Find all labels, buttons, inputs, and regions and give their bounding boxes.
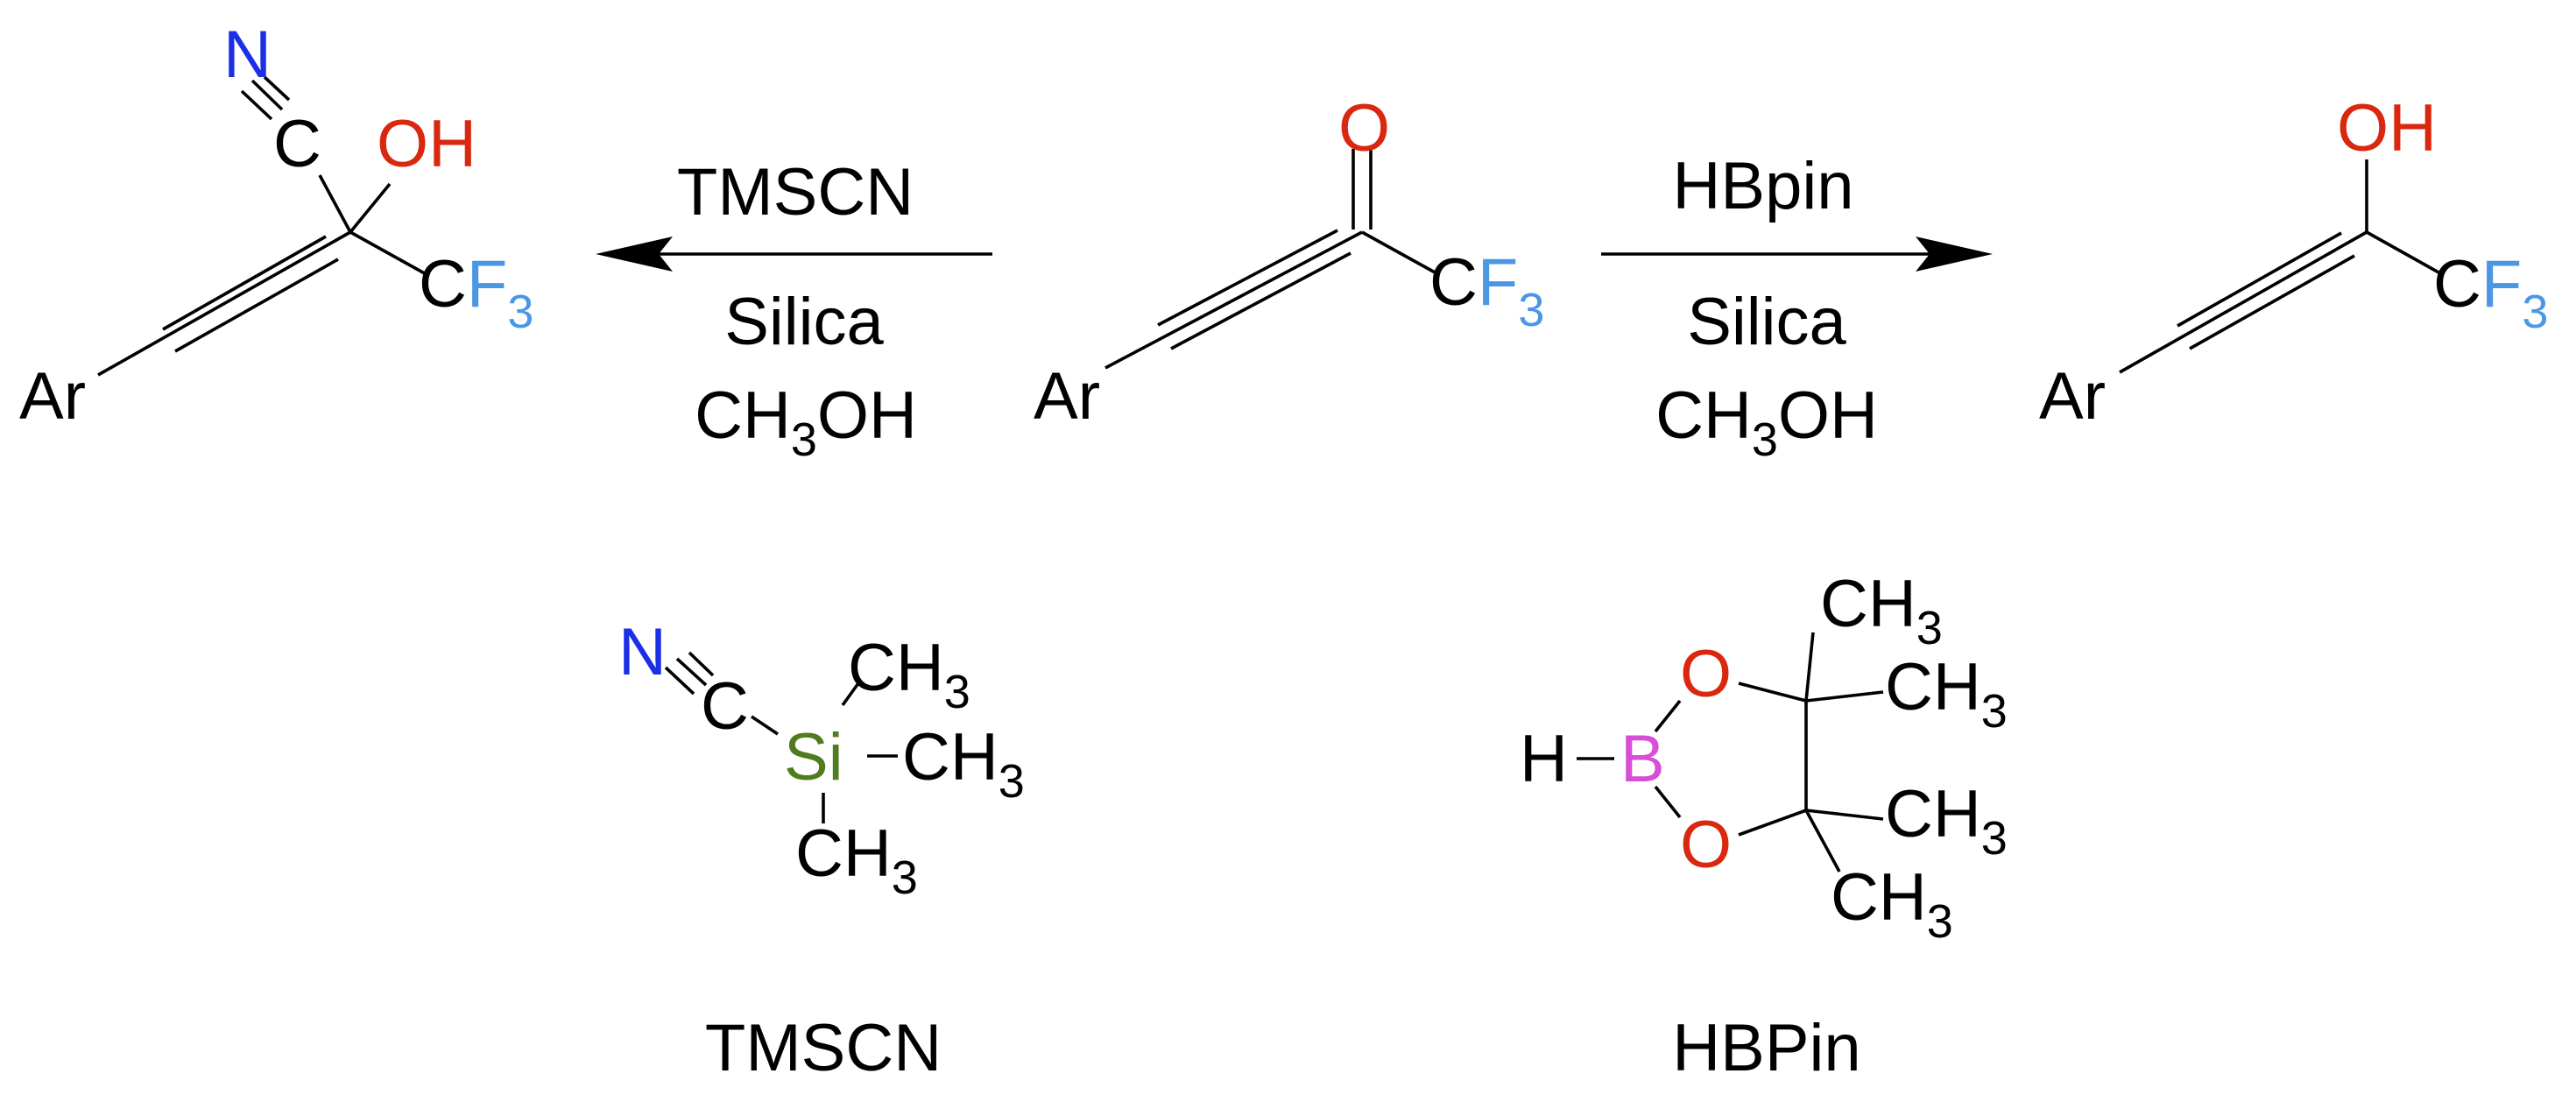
atom-ar: Ar	[19, 359, 86, 434]
caption-tmscn: TMSCN	[705, 1011, 942, 1085]
methyl-1: CH3	[1820, 567, 1943, 654]
tmscn-structure: N C Si CH3 CH3 CH3	[618, 615, 1025, 904]
atom-h: H	[1520, 722, 1568, 796]
caption-hbpin: HBPin	[1672, 1011, 1860, 1085]
cyanohydrin-product: Ar N C OH CF3	[19, 18, 533, 434]
cf3-group: CF3	[1429, 245, 1544, 336]
left-reaction-arrow: TMSCN Silica CH3OH	[596, 155, 992, 466]
left-conditions-solid: Silica	[724, 285, 884, 359]
right-conditions-solid: Silica	[1687, 285, 1846, 359]
methyl-4: CH3	[1831, 860, 1953, 948]
atom-o-top: O	[1680, 637, 1732, 711]
atom-b: B	[1620, 722, 1665, 796]
starting-ketone: Ar O CF3	[1034, 91, 1544, 434]
right-reaction-arrow: HBpin Silica CH3OH	[1601, 149, 1993, 466]
left-conditions-solvent: CH3OH	[695, 378, 917, 466]
cf3-group: CF3	[2433, 247, 2548, 338]
atom-ar: Ar	[1034, 359, 1100, 434]
methyl-right: CH3	[902, 720, 1025, 808]
atom-c: C	[701, 669, 749, 744]
atom-o: O	[1338, 91, 1390, 166]
right-conditions-solvent: CH3OH	[1655, 378, 1878, 466]
cf3-group: CF3	[419, 247, 533, 338]
right-reagent: HBpin	[1673, 149, 1854, 223]
atom-ar: Ar	[2039, 359, 2106, 434]
hbpin-structure: H B O O CH3 CH3 CH3 CH3	[1520, 567, 2008, 948]
methyl-top: CH3	[848, 631, 970, 718]
atom-c-nitrile: C	[273, 107, 321, 181]
hydroxyl-group: OH	[2337, 91, 2437, 166]
atom-n: N	[223, 18, 272, 92]
methyl-3: CH3	[1885, 777, 2008, 865]
alcohol-product: Ar OH CF3	[2039, 91, 2548, 434]
methyl-bottom: CH3	[795, 816, 918, 904]
atom-n: N	[618, 615, 667, 689]
methyl-2: CH3	[1885, 650, 2008, 738]
atom-o-bottom: O	[1680, 808, 1732, 882]
atom-si: Si	[784, 720, 843, 795]
left-reagent: TMSCN	[677, 155, 914, 230]
hydroxyl-group: OH	[377, 107, 476, 181]
